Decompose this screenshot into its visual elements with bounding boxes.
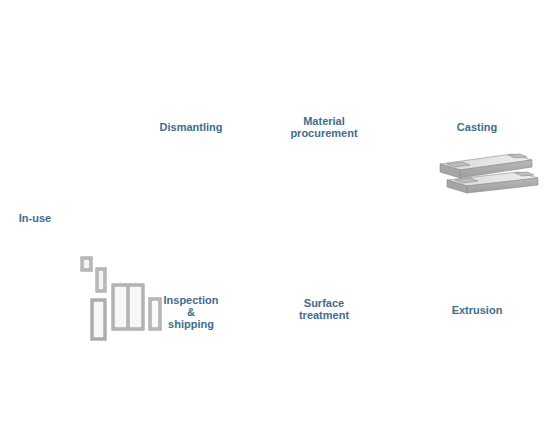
stage-label: Extrusion <box>437 304 517 316</box>
stage-label: In-use <box>5 212 65 224</box>
ingot-illustration <box>440 154 538 193</box>
stage-label: Dismantling <box>146 121 236 133</box>
stage-label: Inspection & shipping <box>159 294 223 330</box>
stage-label: Surface treatment <box>292 297 356 321</box>
stage-label: Material procurement <box>287 115 361 139</box>
window-products-illustration <box>81 257 161 340</box>
stage-label: Casting <box>437 121 517 133</box>
